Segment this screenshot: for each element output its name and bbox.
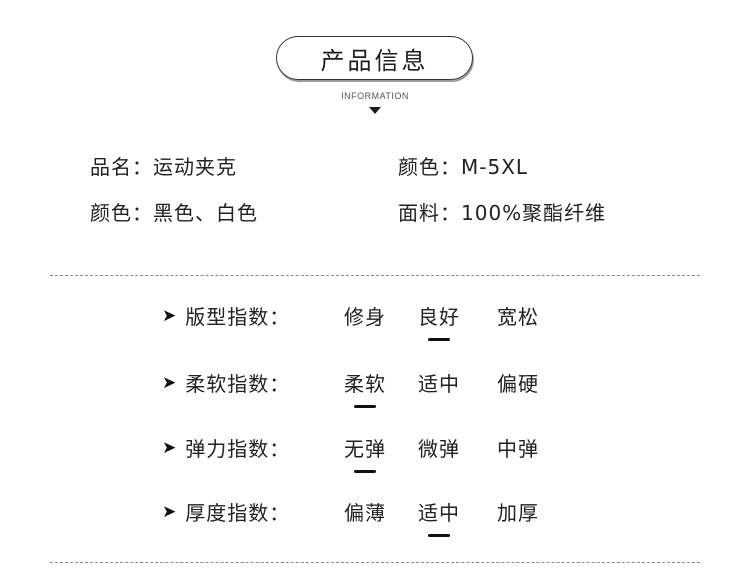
arrowhead-right-icon: ➤ [162, 437, 178, 458]
arrowhead-right-icon: ➤ [162, 305, 178, 326]
spec-name: 品名：运动夹克 [90, 155, 237, 179]
arrowhead-right-icon: ➤ [162, 372, 178, 393]
arrowhead-right-icon: ➤ [162, 501, 178, 522]
index-label: 弹力指数： [185, 437, 291, 461]
index-label: 版型指数： [185, 305, 291, 329]
spec-colors: 颜色：黑色、白色 [90, 201, 258, 225]
index-option: 适中 [418, 372, 460, 396]
index-option: 中弹 [497, 437, 539, 461]
spec-fabric: 面料：100%聚酯纤维 [398, 201, 607, 225]
index-label: 柔软指数： [185, 372, 291, 396]
title-pill: 产品信息 [276, 36, 473, 80]
index-option: 加厚 [497, 501, 539, 525]
index-row-thickness: ➤ 厚度指数： [162, 497, 290, 526]
index-option: 微弹 [418, 437, 460, 461]
index-option-selected: 无弹 [344, 433, 386, 473]
index-option-selected: 柔软 [344, 368, 386, 408]
index-option: 宽松 [497, 305, 539, 329]
index-option: 修身 [344, 305, 386, 329]
index-row-elasticity: ➤ 弹力指数： [162, 433, 290, 462]
triangle-down-icon [369, 107, 381, 114]
divider-bottom [50, 562, 700, 563]
spec-color-size: 颜色：M-5XL [398, 155, 529, 179]
page-subtitle: INFORMATION [341, 91, 409, 101]
divider-top [50, 275, 700, 276]
index-label: 厚度指数： [185, 501, 291, 525]
index-option: 偏薄 [344, 501, 386, 525]
index-option-selected: 良好 [418, 301, 460, 341]
index-option-selected: 适中 [418, 497, 460, 537]
index-row-fit: ➤ 版型指数： [162, 301, 290, 330]
page-title: 产品信息 [320, 46, 429, 75]
index-option: 偏硬 [497, 372, 539, 396]
index-row-softness: ➤ 柔软指数： [162, 368, 290, 397]
